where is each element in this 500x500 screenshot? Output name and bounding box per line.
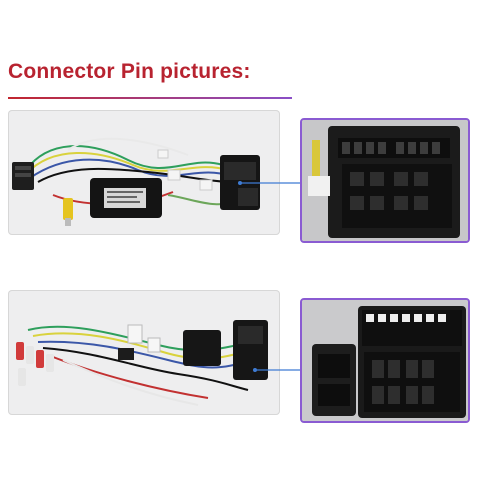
connector-closeup-bottom (300, 298, 470, 423)
connector-closeup-top (300, 118, 470, 243)
heading-title: Connector Pin pictures: (8, 60, 251, 83)
harness-photo-top (8, 110, 280, 235)
harness-photo-bottom (8, 290, 280, 415)
heading-divider (8, 97, 292, 99)
